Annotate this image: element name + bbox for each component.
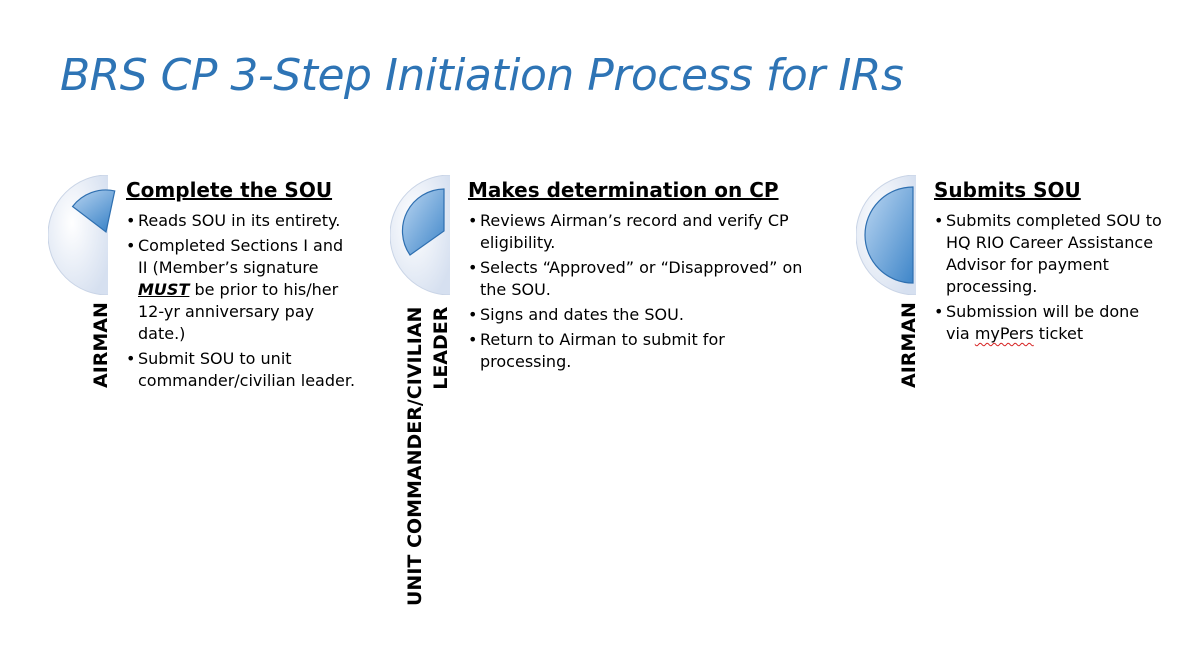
step-content: Complete the SOU Reads SOU in its entire…: [126, 178, 356, 395]
role-label: AIRMAN: [90, 302, 112, 388]
bullet-item: Signs and dates the SOU.: [468, 304, 813, 326]
bullet-item: Return to Airman to submit for processin…: [468, 329, 813, 373]
bullet-list: Reads SOU in its entirety. Completed Sec…: [126, 210, 356, 392]
step-heading: Makes determination on CP: [468, 178, 779, 202]
progress-pie-icon: [856, 175, 917, 295]
bullet-item: Selects “Approved” or “Disapproved” on t…: [468, 257, 813, 301]
progress-pie-icon: [390, 175, 451, 295]
role-label: AIRMAN: [898, 302, 920, 388]
progress-pie-icon: [48, 175, 116, 295]
bullet-item: Reviews Airman’s record and verify CP el…: [468, 210, 813, 254]
spellcheck-word: myPers: [974, 324, 1034, 343]
bullet-item: Completed Sections I and II (Member’s si…: [126, 235, 356, 345]
bullet-item: Submit SOU to unit commander/civilian le…: [126, 348, 356, 392]
bullet-list: Submits completed SOU to HQ RIO Career A…: [934, 210, 1164, 345]
bullet-item: Submission will be done via myPers ticke…: [934, 301, 1164, 345]
step-content: Submits SOU Submits completed SOU to HQ …: [934, 178, 1164, 348]
step-heading: Complete the SOU: [126, 178, 333, 202]
bullet-item: Submits completed SOU to HQ RIO Career A…: [934, 210, 1164, 298]
page-title: BRS CP 3-Step Initiation Process for IRs: [60, 50, 904, 101]
bullet-list: Reviews Airman’s record and verify CP el…: [468, 210, 813, 373]
must-emphasis: MUST: [138, 280, 190, 299]
step-content: Makes determination on CP Reviews Airman…: [468, 178, 813, 376]
step-heading: Submits SOU: [934, 178, 1081, 202]
bullet-item: Reads SOU in its entirety.: [126, 210, 356, 232]
role-label: UNIT COMMANDER/CIVILIAN LEADER: [404, 306, 452, 606]
